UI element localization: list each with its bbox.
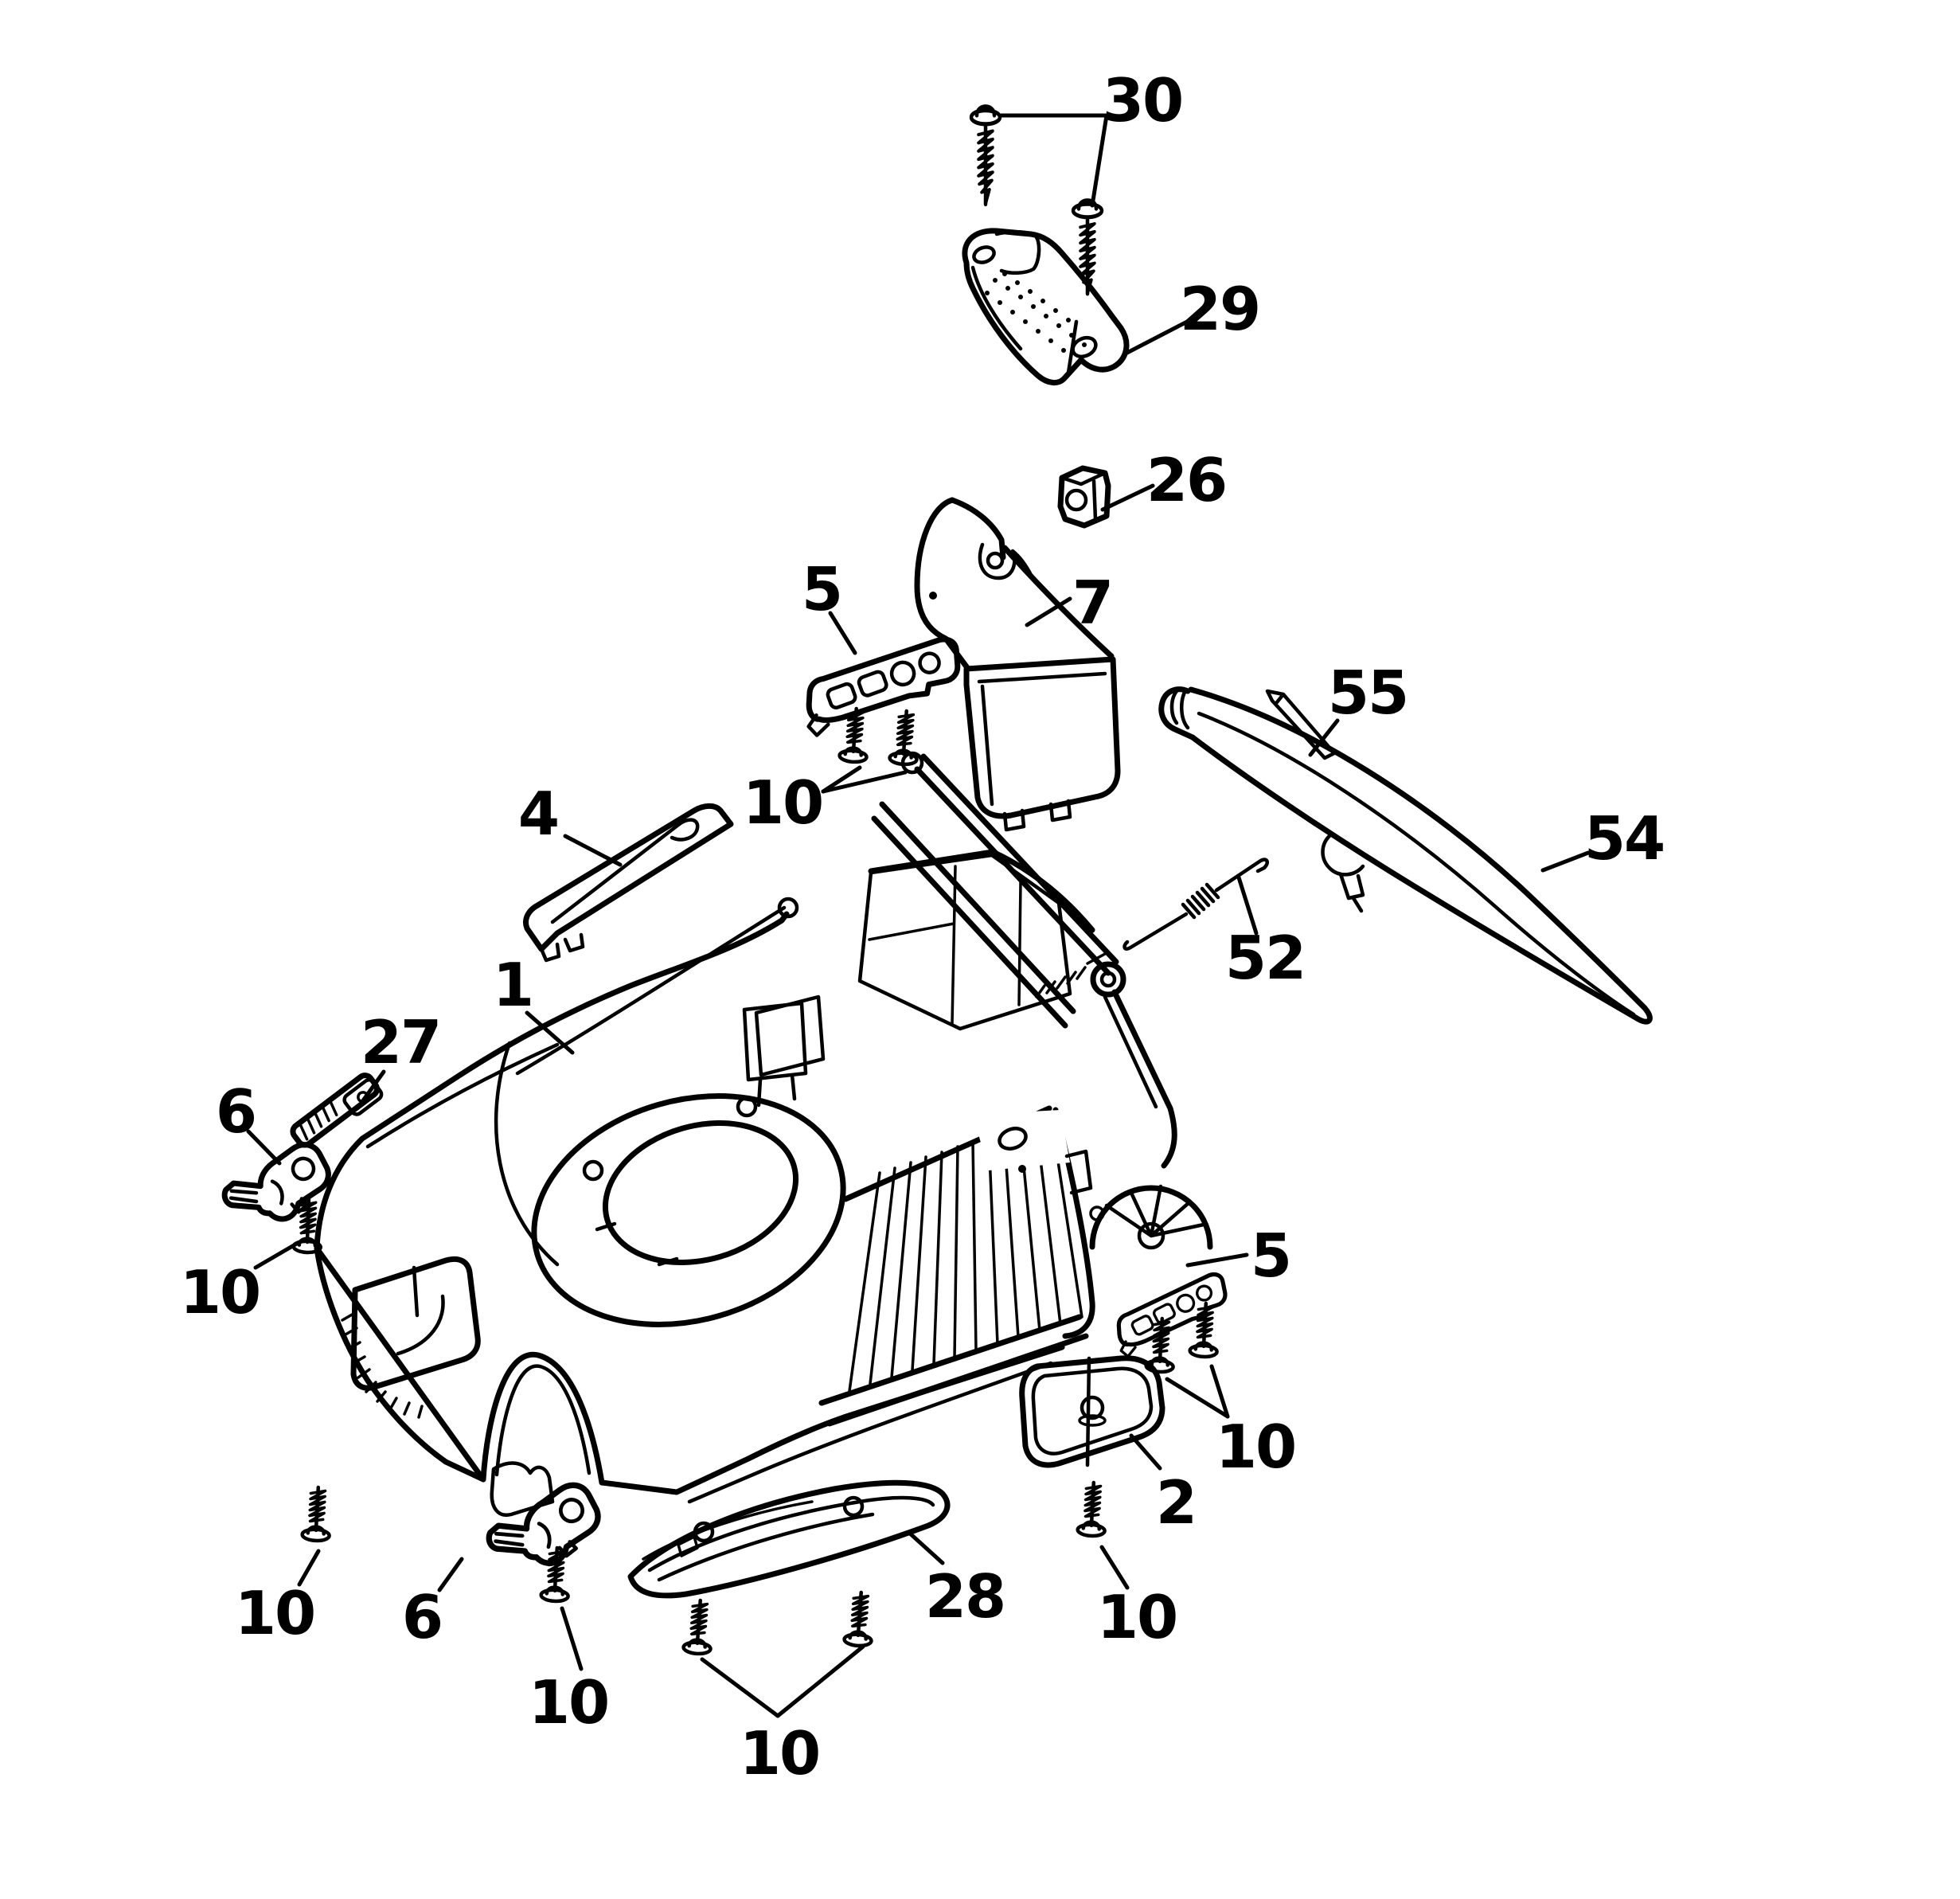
handle-grip-part-29 [962,228,1130,385]
callout-label-26-2: 26 [1146,445,1226,515]
callout-label-2-16: 2 [1156,1467,1196,1538]
leader-line-10-17 [1099,1545,1130,1590]
leader-line-27-11 [355,1069,386,1111]
leader-line-55-8 [1308,718,1340,757]
front-grip-recess [341,1256,481,1419]
callout-label-27-11: 27 [361,1007,440,1077]
callout-label-10-13: 10 [180,1257,260,1327]
leader-line-10-19 [700,1657,780,1718]
callout-label-54-9: 54 [1584,803,1664,873]
callout-label-10-20: 10 [529,1667,608,1737]
leader-line-10-13 [253,1240,302,1270]
callout-label-29-1: 29 [1180,274,1259,344]
saddle-plate-part-2 [1019,1355,1165,1468]
callout-label-10-15: 10 [1216,1412,1295,1482]
callout-label-6-12: 6 [216,1076,256,1147]
discharge-door-part-54 [1158,686,1653,1025]
callout-label-28-18: 28 [925,1561,1005,1631]
callout-label-30-0: 30 [1103,65,1182,135]
leader-line-52-10 [1236,875,1259,936]
leader-line-10-22 [297,1549,321,1587]
leader-line-6-21 [437,1557,464,1592]
leader-line-5-14 [1185,1252,1249,1268]
callout-label-52-10: 52 [1225,923,1305,993]
leader-line-28-18 [907,1530,945,1565]
leader-line-5-4 [828,611,857,655]
leader-line-10-5 [821,770,908,794]
skirt-part-28 [627,1479,951,1599]
leader-line-10-19 [775,1644,865,1718]
callout-label-10-17: 10 [1097,1582,1177,1652]
leader-line-7-3 [1025,596,1072,627]
leader-line-10-15 [1165,1377,1230,1419]
callout-label-5-14: 5 [1251,1221,1290,1291]
callout-layer: 30 29 26 7 5 10 4 1 55 54 52 27 6 10 5 10 2 10 28 10 10 6 10 [180,65,1665,1788]
callout-label-1-7: 1 [493,950,533,1020]
leader-line-10-20 [560,1606,584,1671]
leader-line-10-5 [821,765,862,794]
mower-deck-housing-part-1 [314,751,1213,1517]
baffle-part-7 [914,497,1121,832]
callout-label-10-5: 10 [743,768,822,838]
spring-part-52 [1123,858,1269,951]
leader-line-29-1 [1122,318,1193,357]
callout-label-55-8: 55 [1328,658,1408,728]
fastener-strip-part-27 [290,1073,384,1148]
callout-label-5-4: 5 [802,554,841,624]
leader-line-1-7 [525,1010,575,1055]
callout-label-7-3: 7 [1072,568,1112,638]
leader-line-2-16 [1129,1433,1162,1471]
leader-line-26-2 [1100,483,1155,512]
trim-strip-part-4 [522,803,734,963]
callout-label-6-21: 6 [402,1582,442,1652]
callout-label-4-6: 4 [518,779,558,849]
leader-line-6-12 [246,1129,282,1166]
callout-label-10-19: 10 [740,1718,819,1788]
decal-part-55 [1265,689,1337,760]
callout-label-10-22: 10 [235,1578,314,1648]
leader-line-4-6 [563,834,623,867]
leader-line-54-9 [1540,850,1591,873]
leader-line-10-15 [1209,1364,1230,1419]
handle-stipple-texture [985,272,1087,353]
leader-line-30-0 [1090,113,1109,208]
bushing-part-26 [1057,465,1111,529]
